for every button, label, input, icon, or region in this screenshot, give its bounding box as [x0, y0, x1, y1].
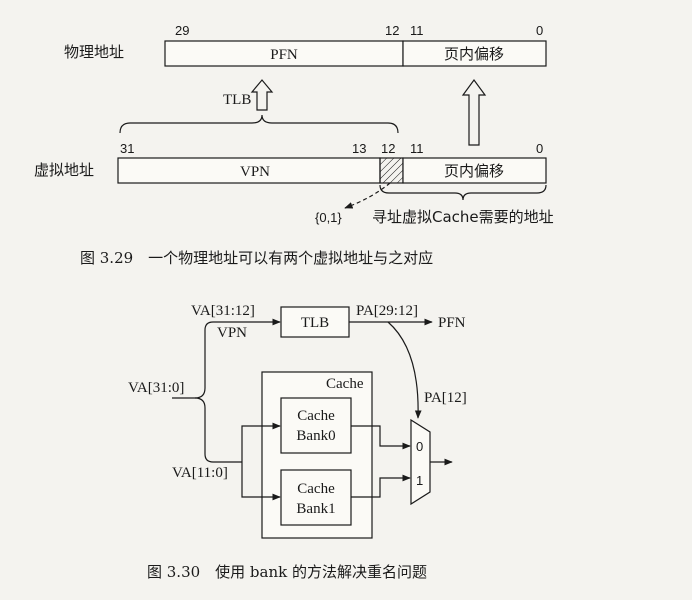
physical-address-label: 物理地址	[64, 43, 124, 61]
pfn-label: PFN	[270, 47, 298, 63]
pa-12-label: PA[12]	[424, 390, 467, 406]
phys-bit-12: 12	[385, 23, 399, 38]
cache-container-label: Cache	[326, 376, 364, 392]
vpn-label: VPN	[240, 164, 270, 180]
va-11-0-label: VA[11:0]	[172, 465, 228, 481]
phys-offset-label: 页内偏移	[444, 45, 504, 63]
va-31-0-label: VA[31:0]	[128, 380, 184, 396]
virt-bit-0: 0	[536, 141, 543, 156]
pa12-select-arrow	[387, 321, 422, 419]
virtual-address-label: 虚拟地址	[34, 161, 94, 179]
va-upper-brace	[194, 321, 214, 399]
bank0-to-mux-arrow	[351, 425, 411, 450]
mux-input-0: 0	[416, 439, 423, 454]
caption-3-29: 图 3.29 一个物理地址可以有两个虚拟地址与之对应	[80, 249, 433, 267]
set-0-1: {0,1}	[315, 210, 342, 225]
tlb-label: TLB	[223, 92, 251, 108]
vpn-brace	[119, 114, 399, 134]
virt-offset-label: 页内偏移	[444, 162, 504, 180]
figure-3-30: VA[31:0] VA[31:12] VPN TLB PA[29:12] PFN…	[128, 303, 467, 581]
virt-bit-31: 31	[120, 141, 134, 156]
figure-3-29: 物理地址 29 12 11 0 PFN 页内偏移 TLB 虚拟地址 31 13 …	[34, 23, 554, 267]
phys-bit-11: 11	[410, 23, 424, 38]
offset-up-arrow	[461, 78, 487, 146]
va-31-12-label: VA[31:12]	[191, 303, 255, 319]
phys-bit-0: 0	[536, 23, 543, 38]
virt-bit-13: 13	[352, 141, 366, 156]
va-to-bank1-arrow	[241, 462, 281, 501]
tlb-up-arrow	[250, 79, 274, 111]
virt-bit-11: 11	[410, 141, 424, 156]
phys-offset-field	[402, 40, 547, 67]
cache-address-brace	[379, 184, 547, 201]
pfn-out-label: PFN	[438, 315, 466, 331]
mux-input-1: 1	[416, 473, 423, 488]
pfn-field	[164, 40, 404, 67]
va-lower-brace	[194, 397, 214, 463]
virt-bit-12: 12	[381, 141, 395, 156]
bank0-line1: Cache	[297, 408, 335, 424]
va-to-bank0-arrow	[241, 422, 281, 462]
bank1-to-mux-arrow	[351, 474, 411, 498]
bank0-line2: Bank0	[296, 428, 335, 444]
cache-bank0	[280, 397, 352, 454]
bank1-line1: Cache	[297, 481, 335, 497]
bit-12-hatched	[379, 157, 404, 184]
cache-address-note: 寻址虚拟Cache需要的地址	[372, 208, 554, 226]
vpn-wire-label: VPN	[217, 325, 247, 341]
tlb-box-label: TLB	[301, 315, 329, 331]
bank1-line2: Bank1	[296, 501, 335, 517]
pa-29-12-label: PA[29:12]	[356, 303, 418, 319]
mux	[410, 418, 431, 506]
vpn-field	[117, 157, 381, 184]
bit12-dashed-arrow	[344, 182, 391, 209]
caption-3-30: 图 3.30 使用 bank 的方法解决重名问题	[147, 563, 427, 581]
phys-bit-29: 29	[175, 23, 189, 38]
virt-offset-field	[402, 157, 547, 184]
